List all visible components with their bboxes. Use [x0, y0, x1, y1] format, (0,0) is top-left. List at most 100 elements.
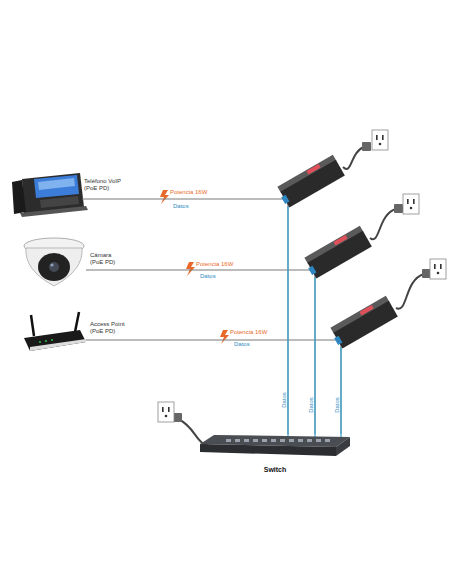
switch-port [325, 439, 330, 442]
poe-injector [281, 195, 289, 204]
voip-phone-illustration [12, 173, 88, 217]
power-cord [343, 147, 364, 169]
lightning-symbol [220, 330, 229, 344]
access-point-illustration [24, 330, 86, 351]
switch-outline [200, 434, 350, 458]
wall-outlet [158, 402, 174, 422]
access-point-illustration [31, 315, 34, 336]
switch-port [226, 439, 231, 442]
wall-outlet [168, 407, 170, 412]
power-plug [173, 142, 431, 422]
dome-camera-illustration [38, 253, 70, 281]
wall-outlet [372, 130, 388, 150]
data-label: Datos [234, 341, 250, 348]
power-label: Potencia 16W [230, 329, 267, 336]
wall-outlet [376, 135, 378, 140]
switch-port [271, 439, 276, 442]
wall-outlet [430, 259, 446, 279]
poe-injector [334, 336, 342, 345]
wall-outlet [434, 264, 436, 269]
network-cable [82, 199, 288, 434]
device-label: Access Point (PoE PD) [90, 321, 132, 335]
power-plug [422, 269, 431, 278]
camera-node: Cámara (PoE PD) [22, 236, 86, 288]
wall-outlet [158, 130, 446, 422]
poe-injector [307, 231, 371, 279]
access-point-illustration [30, 339, 86, 351]
poe-injector [359, 305, 373, 315]
access-point-node: Access Point (PoE PD) [22, 315, 86, 355]
switch-port [235, 439, 240, 442]
wall-outlet [382, 135, 384, 140]
wall-outlet [413, 199, 415, 204]
power-label: Potencia 16W [196, 261, 233, 268]
poe-injector [280, 160, 344, 208]
voip-phone-illustration [40, 196, 79, 208]
switch-port [289, 439, 294, 442]
poe-injector [333, 235, 347, 245]
switch-port [307, 439, 312, 442]
access-point-illustration [39, 341, 41, 343]
poe-injector [303, 226, 372, 280]
data-label: Datos [281, 392, 288, 408]
voip-phone-illustration [34, 175, 79, 198]
voip-phone-node: Teléfono VoIP (PoE PD) [10, 168, 82, 216]
switch-port [298, 439, 303, 442]
switch-port [280, 439, 285, 442]
power-cord [370, 209, 396, 239]
switch-node: Switch [200, 434, 350, 458]
dome-camera-illustration [24, 238, 84, 254]
wall-outlet [410, 207, 413, 210]
poe-injector [306, 164, 320, 174]
switch-port [253, 439, 258, 442]
wall-outlet [403, 194, 419, 214]
switch-front [200, 444, 336, 456]
poe-injector [277, 155, 336, 193]
voip-phone-illustration [12, 180, 26, 214]
poe-injector [329, 296, 398, 350]
access-point-illustration [75, 312, 79, 332]
wall-outlet [162, 407, 164, 412]
dome-camera-illustration [49, 262, 59, 272]
switch-side [336, 437, 350, 456]
switch-port [244, 439, 249, 442]
power-label: Potencia 16W [170, 189, 207, 196]
power-cord [180, 147, 424, 446]
network-cable [86, 340, 341, 434]
data-label: Datos [173, 203, 189, 210]
network-cable [86, 270, 315, 434]
power-cord [396, 274, 424, 309]
poe-injector [330, 296, 389, 334]
voip-phone-illustration [20, 206, 88, 217]
data-cable [314, 277, 315, 438]
dome-camera-illustration [24, 238, 84, 286]
data-label: Datos [200, 273, 216, 280]
data-cable [340, 347, 341, 438]
power-plug [362, 142, 371, 151]
voip-phone-illustration [38, 178, 75, 190]
poe-injector [304, 226, 363, 264]
wall-outlet [407, 199, 409, 204]
data-cable [288, 206, 341, 438]
voip-phone-illustration [22, 173, 84, 214]
switch-port [316, 439, 321, 442]
access-point-illustration [45, 340, 47, 342]
lightning-symbol [160, 190, 169, 204]
data-label: Datos [308, 397, 315, 413]
poe-injector [333, 301, 397, 349]
wall-outlet [379, 143, 382, 146]
device-label: Cámara (PoE PD) [90, 252, 120, 266]
wall-outlet [165, 415, 168, 418]
access-point-illustration [24, 312, 86, 351]
power-plug [173, 413, 182, 422]
data-label: Datos [334, 397, 341, 413]
wall-outlet [437, 272, 440, 275]
device-label: Teléfono VoIP (PoE PD) [84, 178, 132, 192]
wall-outlet [440, 264, 442, 269]
access-point-illustration [51, 339, 53, 341]
lightning-symbol [186, 262, 195, 276]
dome-camera-illustration [50, 263, 53, 266]
